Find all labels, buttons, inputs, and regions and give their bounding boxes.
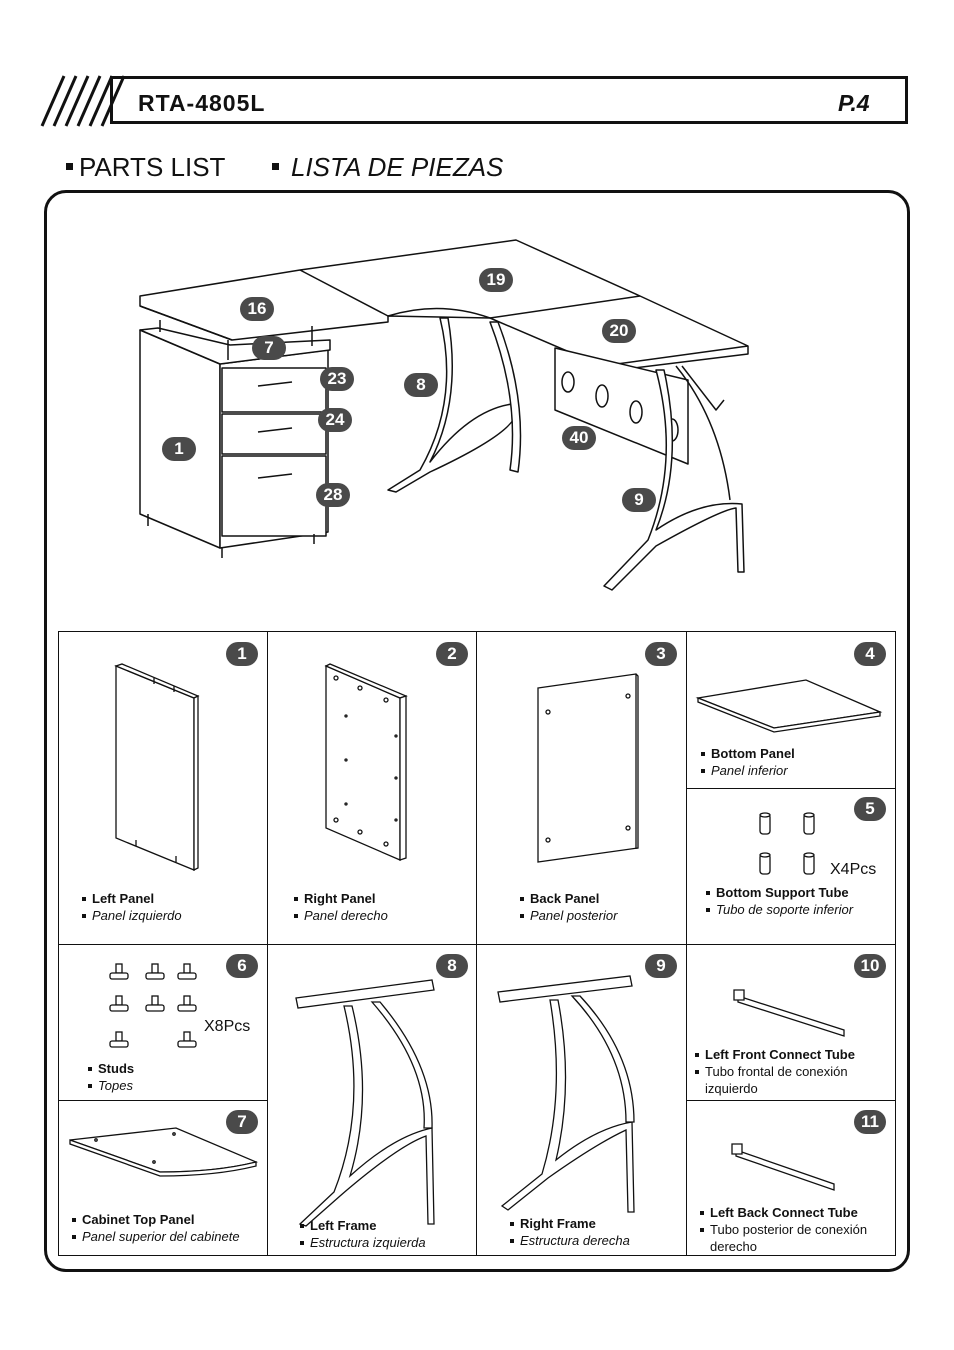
part-label-1: Left Panel Panel izquierdo xyxy=(82,890,182,924)
part-label-9: Right Frame Estructura derecha xyxy=(510,1215,630,1249)
back-panel-drawing xyxy=(537,673,639,863)
part-11-es-line2: derecho xyxy=(710,1239,757,1254)
part-10-es-line2: izquierdo xyxy=(705,1081,758,1096)
part-3-es: Panel posterior xyxy=(530,908,618,923)
part-2-es: Panel derecho xyxy=(304,908,388,923)
qty-studs: X8Pcs xyxy=(204,1018,251,1035)
parts-frame xyxy=(44,190,910,1272)
header-stripes-icon xyxy=(40,75,126,127)
title-es-text: LISTA DE PIEZAS xyxy=(291,152,504,182)
grid-divider xyxy=(58,944,896,945)
right-panel-drawing xyxy=(324,663,408,861)
part-1-en: Left Panel xyxy=(92,891,155,906)
part-label-11: Left Back Connect Tube Tubo posterior de… xyxy=(700,1204,867,1255)
grid-divider xyxy=(686,1100,896,1101)
grid-divider xyxy=(267,631,268,1256)
part-badge-7: 7 xyxy=(226,1110,258,1134)
part-11-es-line1: Tubo posterior de conexión xyxy=(710,1222,868,1237)
callout-40: 40 xyxy=(562,426,596,450)
desk-illustration xyxy=(139,239,749,591)
part-badge-1: 1 xyxy=(226,642,258,666)
cabinet-top-drawing xyxy=(69,1127,259,1177)
grid-divider xyxy=(686,631,687,1256)
part-11-en: Left Back Connect Tube xyxy=(710,1205,858,1220)
callout-20: 20 xyxy=(602,319,636,343)
part-6-en: Studs xyxy=(98,1061,135,1076)
part-7-es: Panel superior del cabinete xyxy=(82,1229,240,1244)
part-8-es: Estructura izquierda xyxy=(310,1235,426,1250)
qty-bottom-support-tube: X4Pcs xyxy=(830,861,877,878)
callout-8: 8 xyxy=(404,373,438,397)
part-5-en: Bottom Support Tube xyxy=(716,885,849,900)
part-label-6: Studs Topes xyxy=(88,1060,134,1094)
callout-19: 19 xyxy=(479,268,513,292)
left-panel-drawing xyxy=(114,663,200,872)
part-badge-6: 6 xyxy=(226,954,258,978)
callout-1: 1 xyxy=(162,437,196,461)
part-7-en: Cabinet Top Panel xyxy=(82,1212,195,1227)
parts-grid xyxy=(58,631,896,1256)
bottom-panel-drawing xyxy=(695,679,883,733)
part-4-es: Panel inferior xyxy=(711,763,788,778)
bullet-icon xyxy=(66,162,73,170)
part-badge-10: 10 xyxy=(854,954,886,978)
left-front-tube-drawing xyxy=(733,989,845,1037)
part-badge-9: 9 xyxy=(645,954,677,978)
left-back-tube-drawing xyxy=(731,1143,835,1191)
part-5-es: Tubo de soporte inferior xyxy=(716,902,854,917)
part-2-en: Right Panel xyxy=(304,891,376,906)
grid-divider xyxy=(58,1100,267,1101)
part-8-en: Left Frame xyxy=(310,1218,377,1233)
part-badge-5: 5 xyxy=(854,797,886,821)
part-label-8: Left Frame Estructura izquierda xyxy=(300,1217,426,1251)
part-4-en: Bottom Panel xyxy=(711,746,795,761)
title-en-text: PARTS LIST xyxy=(79,152,226,182)
callout-7: 7 xyxy=(252,336,286,360)
callout-9: 9 xyxy=(622,488,656,512)
studs-drawing xyxy=(109,963,197,1048)
right-frame-drawing xyxy=(497,975,635,1213)
part-badge-4: 4 xyxy=(854,642,886,666)
part-1-es: Panel izquierdo xyxy=(92,908,182,923)
part-3-en: Back Panel xyxy=(530,891,600,906)
page-number: P.4 xyxy=(838,90,870,116)
callout-16: 16 xyxy=(240,297,274,321)
part-badge-8: 8 xyxy=(436,954,468,978)
part-badge-11: 11 xyxy=(854,1110,886,1134)
part-10-es-line1: Tubo frontal de conexión xyxy=(705,1064,848,1079)
part-9-es: Estructura derecha xyxy=(520,1233,630,1248)
part-label-4: Bottom Panel Panel inferior xyxy=(701,745,795,779)
model-number: RTA-4805L xyxy=(138,90,266,116)
part-label-7: Cabinet Top Panel Panel superior del cab… xyxy=(72,1211,240,1245)
part-label-2: Right Panel Panel derecho xyxy=(294,890,388,924)
bullet-icon xyxy=(272,162,279,170)
grid-divider xyxy=(686,788,896,789)
part-badge-3: 3 xyxy=(645,642,677,666)
header-bar xyxy=(110,76,908,124)
part-9-en: Right Frame xyxy=(520,1216,596,1231)
title-spanish: LISTA DE PIEZAS xyxy=(272,152,503,183)
part-label-10: Left Front Connect Tube Tubo frontal de … xyxy=(695,1046,855,1097)
grid-divider xyxy=(476,631,477,1256)
left-frame-drawing xyxy=(295,979,435,1227)
part-badge-2: 2 xyxy=(436,642,468,666)
part-label-5: Bottom Support Tube Tubo de soporte infe… xyxy=(706,884,853,918)
title-english: PARTS LIST xyxy=(66,152,225,183)
callout-23: 23 xyxy=(320,367,354,391)
part-6-es: Topes xyxy=(98,1078,133,1093)
support-tube-drawing xyxy=(759,812,815,875)
part-label-3: Back Panel Panel posterior xyxy=(520,890,617,924)
callout-28: 28 xyxy=(316,483,350,507)
callout-24: 24 xyxy=(318,408,352,432)
part-10-en: Left Front Connect Tube xyxy=(705,1047,855,1062)
